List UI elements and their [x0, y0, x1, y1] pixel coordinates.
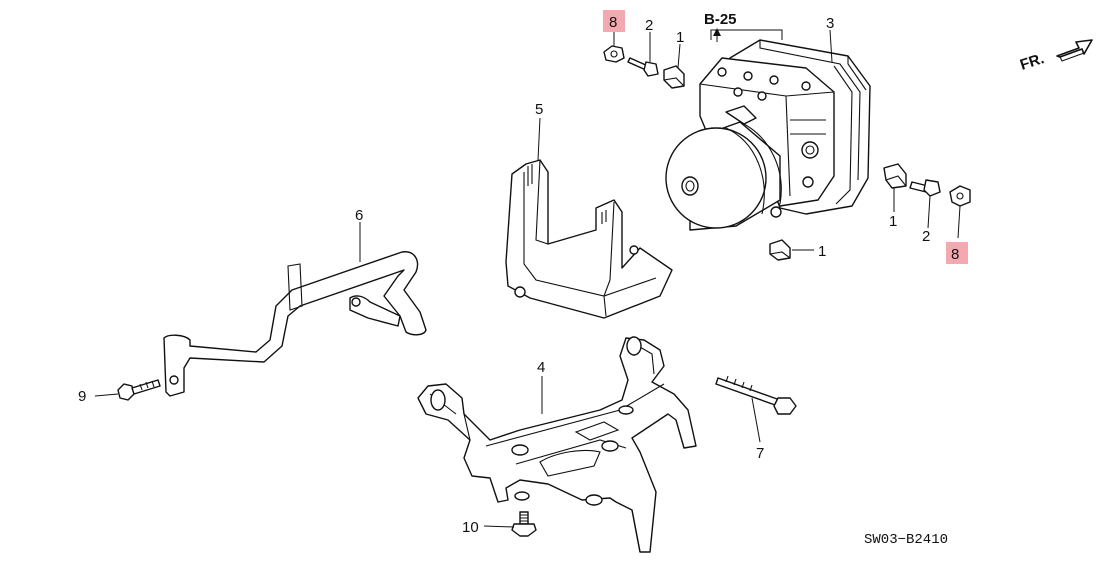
callout-6: 6 — [355, 207, 363, 224]
fastener-bolt-2-upper — [627, 57, 659, 77]
fastener-nut-8-upper — [603, 45, 625, 63]
callout-2-right: 2 — [922, 228, 930, 245]
long-bolt — [715, 375, 797, 415]
callout-10: 10 — [462, 519, 479, 536]
modulator-bracket — [505, 159, 673, 319]
up-arrow-icon — [713, 28, 721, 36]
callout-8-right: 8 — [951, 246, 959, 263]
front-direction-indicator: FR. — [1018, 39, 1093, 74]
callout-9: 9 — [78, 388, 86, 405]
callout-highlight-8-right — [946, 242, 968, 264]
fastener-grommet-1-upper — [663, 65, 685, 89]
abs-modulator-unit — [665, 39, 871, 231]
callout-5: 5 — [535, 101, 543, 118]
leader-lines — [94, 29, 961, 528]
fastener-grommet-1-right — [883, 163, 907, 189]
callout-4: 4 — [537, 359, 545, 376]
reference-b25-bracket: B-25 — [704, 11, 783, 42]
callout-2-upper: 2 — [645, 17, 653, 34]
fastener-nut-8-right — [949, 185, 971, 207]
front-label: FR. — [1018, 50, 1046, 74]
fastener-bolt-2-right — [909, 179, 941, 197]
callout-1-right: 1 — [889, 213, 897, 230]
bolt-9 — [117, 379, 161, 401]
callout-1-upper: 1 — [676, 29, 684, 46]
callout-8-upper: 8 — [609, 14, 617, 31]
mount-bracket — [417, 336, 697, 553]
bolt-10 — [511, 511, 537, 537]
front-arrow-icon — [1056, 39, 1093, 58]
fastener-grommet-1-lower — [769, 239, 791, 261]
callout-3: 3 — [826, 15, 834, 32]
support-stay — [163, 251, 427, 397]
reference-label: B-25 — [704, 11, 737, 28]
callout-7: 7 — [756, 445, 764, 462]
diagram-code: SW03−B2410 — [864, 532, 948, 548]
callout-highlight-8-upper — [603, 10, 625, 32]
callout-1-lower: 1 — [818, 243, 826, 260]
